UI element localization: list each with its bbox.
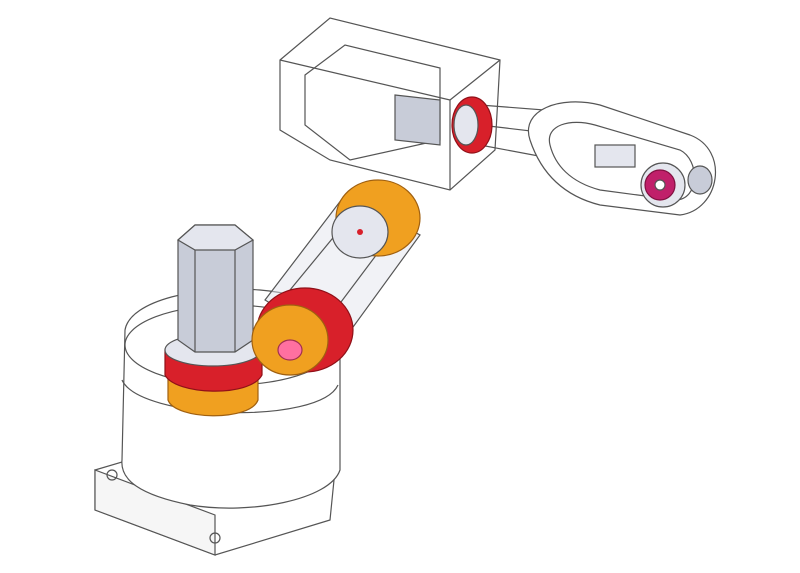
base-motor bbox=[176, 224, 255, 353]
elbow-joint bbox=[331, 179, 421, 259]
upper-frame bbox=[279, 17, 501, 191]
wrist-joint bbox=[451, 96, 493, 154]
end-link bbox=[527, 101, 717, 216]
shoulder-joint bbox=[251, 287, 354, 376]
end-joint bbox=[640, 162, 713, 208]
